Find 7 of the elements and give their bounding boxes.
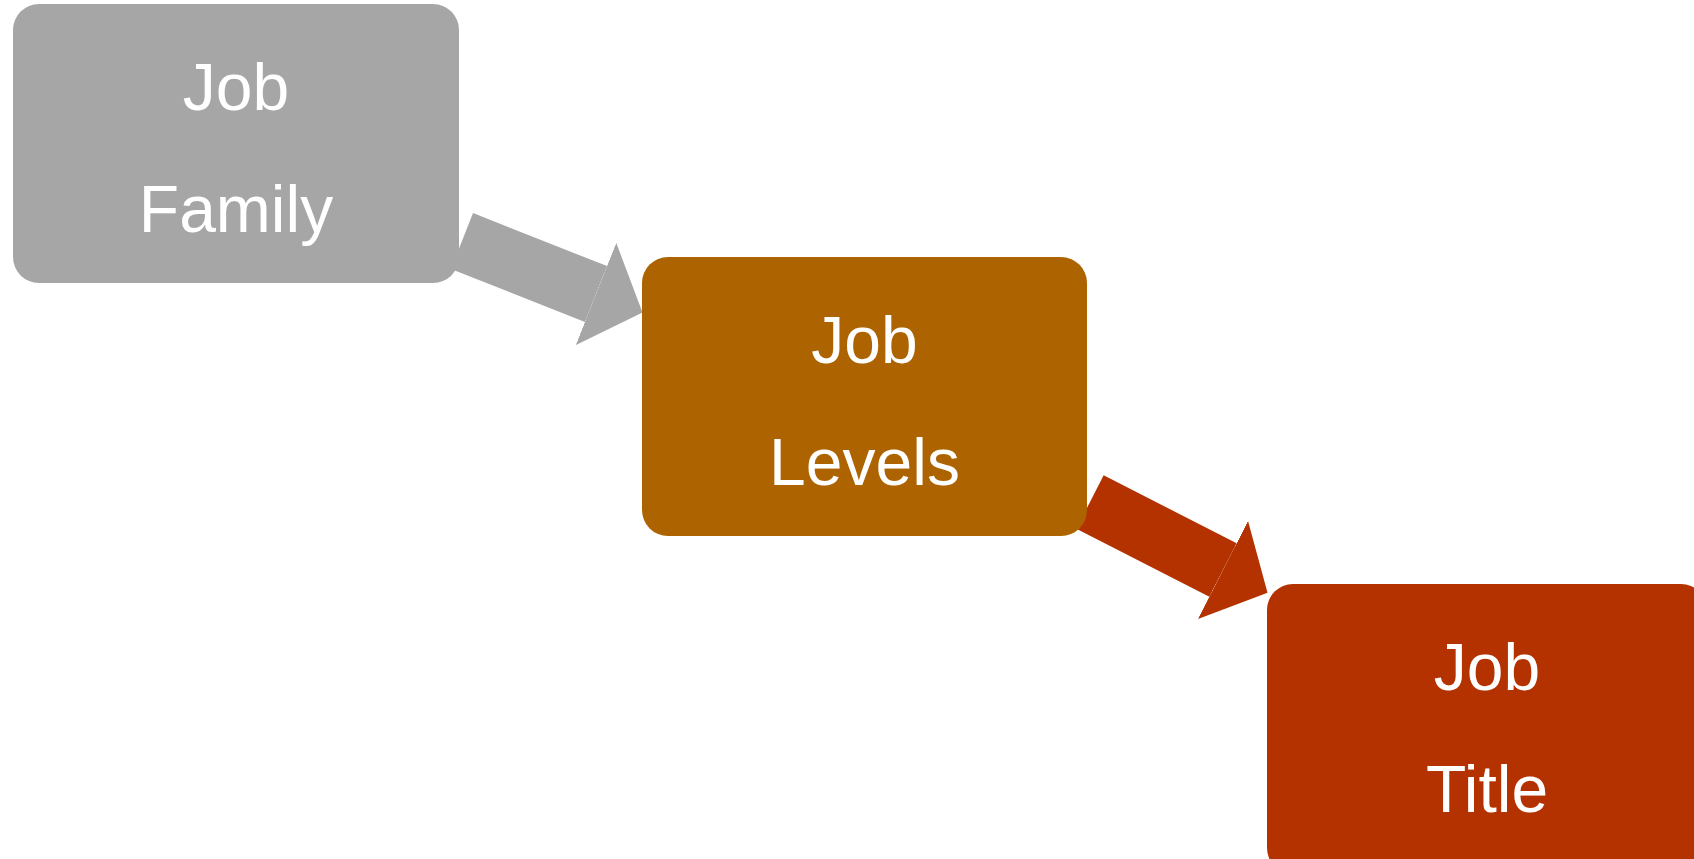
box-label: Job Levels [769, 302, 960, 501]
box-label: Job Family [138, 49, 334, 248]
process-box [1267, 584, 1694, 859]
process-box [13, 4, 459, 283]
box-label: Job Title [1425, 629, 1549, 828]
process-box [642, 257, 1087, 536]
block-arrow [1076, 475, 1268, 619]
